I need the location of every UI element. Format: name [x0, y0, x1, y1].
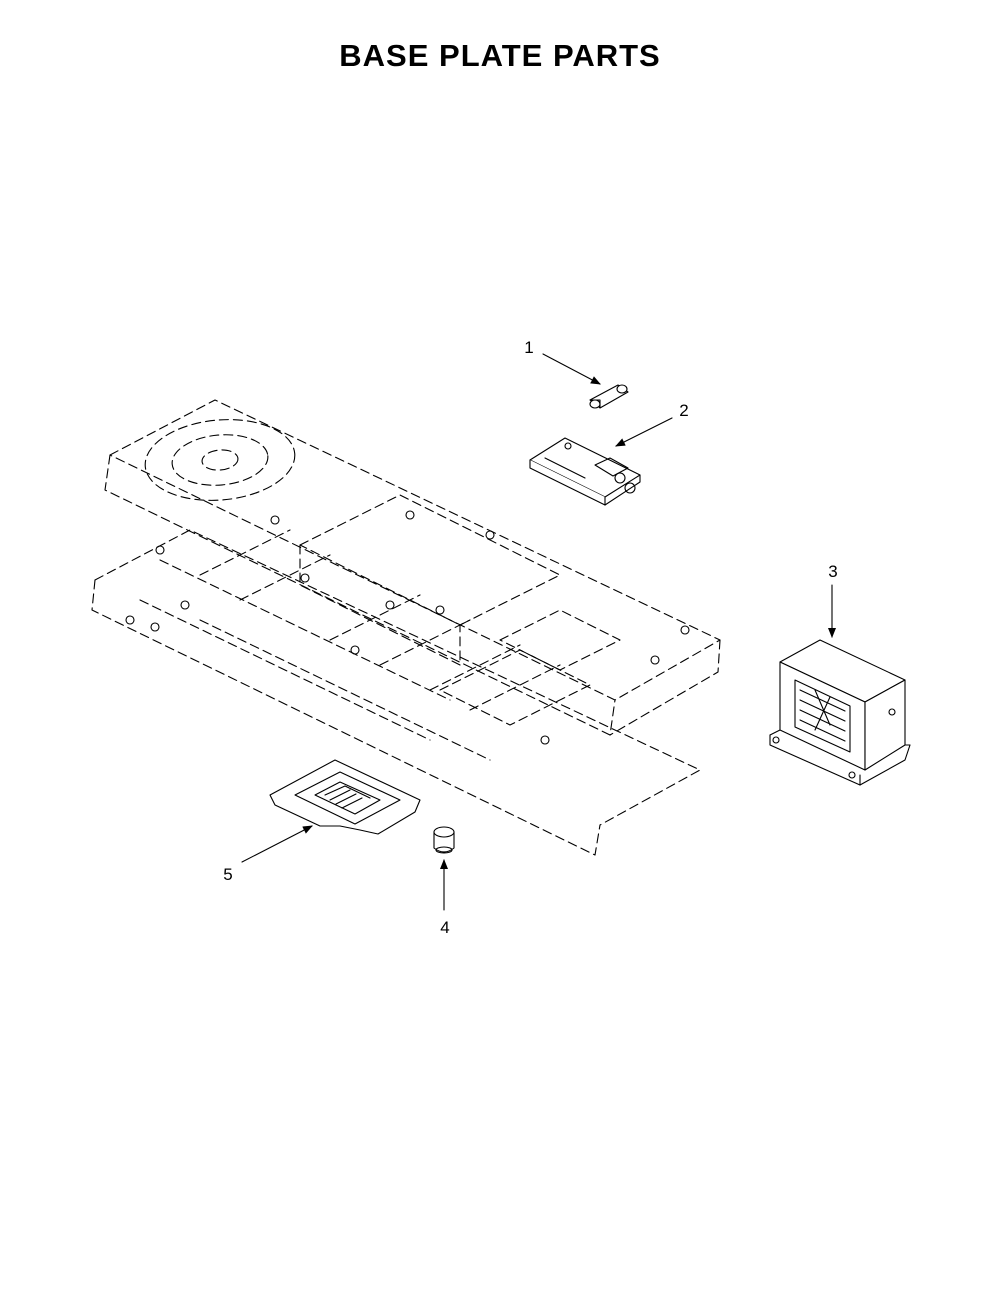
callout-2-arrow	[615, 417, 673, 447]
callout-arrows	[241, 353, 836, 911]
cover-plate-part	[269, 759, 421, 835]
base-plate	[91, 399, 721, 856]
page-title: BASE PLATE PARTS	[339, 38, 661, 73]
callout-5-arrow	[241, 825, 313, 863]
transformer-part	[769, 639, 911, 786]
callout-1-label: 1	[524, 338, 533, 357]
callout-5-label: 5	[223, 865, 232, 884]
callout-2-label: 2	[679, 401, 688, 420]
foot-part	[433, 826, 455, 854]
fuse-holder-part	[529, 437, 641, 506]
callout-3-label: 3	[828, 562, 837, 581]
callout-1-arrow	[542, 353, 601, 385]
callout-4-label: 4	[440, 918, 449, 937]
fuse-part	[589, 384, 629, 409]
